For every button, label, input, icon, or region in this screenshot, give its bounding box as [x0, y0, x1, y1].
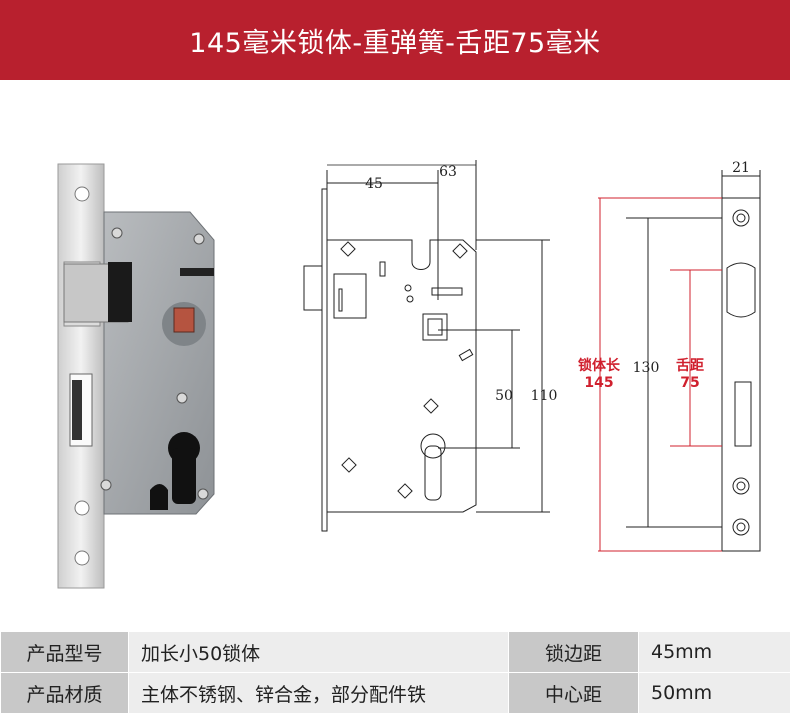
red-dimension-lines — [598, 197, 722, 552]
title-banner: 145毫米锁体-重弹簧-舌距75毫米 — [0, 0, 790, 80]
banner-title: 145毫米锁体-重弹簧-舌距75毫米 — [189, 27, 601, 59]
table-row: 产品型号 加长小50锁体 锁边距 45mm — [0, 631, 790, 673]
spec-value-material: 主体不锈钢、锌合金，部分配件铁 — [128, 672, 509, 714]
dim-center-text: 50 — [495, 388, 513, 404]
latch-distance-label: 舌距 — [676, 357, 704, 374]
dim-body-height-text: 110 — [531, 388, 558, 404]
product-illustration: 45 63 50 110 — [0, 80, 790, 620]
spec-label-material: 产品材质 — [0, 672, 129, 714]
dim-backset-text: 45 — [365, 176, 383, 192]
spec-value-center-distance: 50mm — [638, 672, 790, 714]
front-view-drawing — [303, 160, 550, 532]
table-row: 产品材质 主体不锈钢、锌合金，部分配件铁 中心距 50mm — [0, 672, 790, 714]
spec-label-center-distance: 中心距 — [508, 672, 639, 714]
spec-table: 产品型号 加长小50锁体 锁边距 45mm 产品材质 主体不锈钢、锌合金，部分配… — [0, 631, 790, 714]
spec-label-model: 产品型号 — [0, 631, 129, 673]
spec-value-backset: 45mm — [638, 631, 790, 673]
dim-body-width-text: 63 — [439, 164, 457, 180]
lock-body-photo — [57, 163, 215, 589]
spec-label-backset: 锁边距 — [508, 631, 639, 673]
dim-faceplate-width-text: 21 — [732, 160, 750, 176]
spec-value-model: 加长小50锁体 — [128, 631, 509, 673]
latch-distance-value: 75 — [680, 375, 699, 391]
lock-length-value: 145 — [584, 375, 613, 391]
lock-length-label: 锁体长 — [578, 357, 621, 374]
side-view-drawing — [626, 170, 761, 552]
dim-screw-spacing-text: 130 — [633, 360, 660, 376]
